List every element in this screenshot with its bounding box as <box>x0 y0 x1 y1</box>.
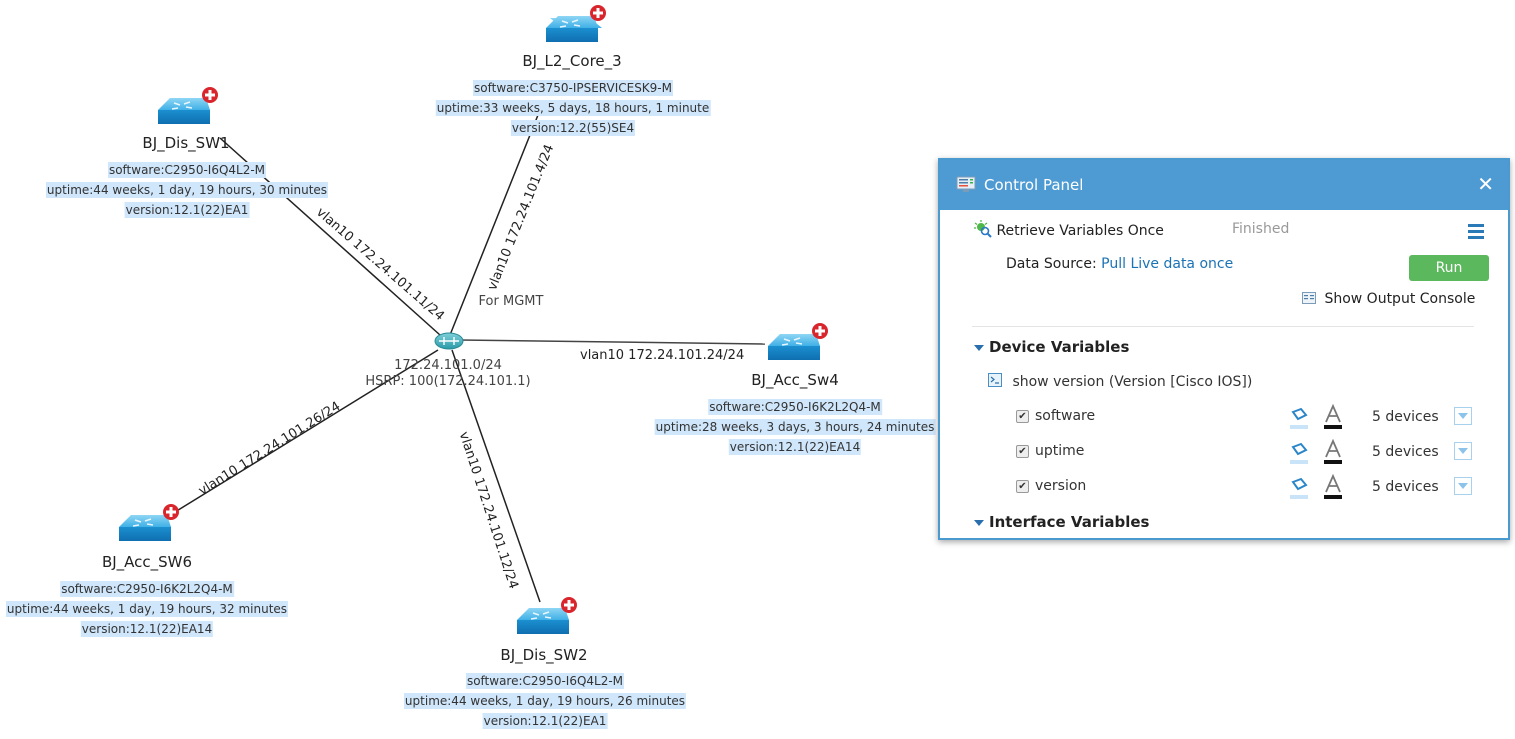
interface-variables-header[interactable]: Interface Variables <box>974 513 1150 531</box>
terminal-icon <box>988 373 1002 387</box>
show-output-console-label: Show Output Console <box>1324 291 1476 307</box>
variable-checkbox[interactable]: ✔ <box>1016 479 1029 493</box>
retrieve-bulb-icon <box>974 220 992 238</box>
font-color-icon[interactable] <box>1322 474 1344 500</box>
device-uptime: uptime:28 weeks, 3 days, 3 hours, 24 min… <box>654 419 936 435</box>
monitor-icon <box>956 176 976 192</box>
link-line-acc-sw4[interactable] <box>459 339 766 345</box>
fill-color-icon[interactable] <box>1288 406 1310 430</box>
variable-name: uptime <box>1035 443 1085 459</box>
hsrp-label: HSRP: 100(172.24.101.1) <box>365 374 531 389</box>
switch-icon[interactable] <box>511 596 581 640</box>
device-version: version:12.1(22)EA1 <box>124 202 250 218</box>
device-software: software:C3750-IPSERVICESK9-M <box>473 80 673 96</box>
control-panel-header[interactable]: Control Panel ✕ <box>940 160 1508 210</box>
device-count: 5 devices <box>1372 409 1439 425</box>
device-uptime: uptime:33 weeks, 5 days, 18 hours, 1 min… <box>435 100 711 116</box>
switch-icon[interactable] <box>540 4 610 48</box>
device-software: software:C2950-I6K2L2Q4-M <box>60 581 234 597</box>
switch-icon[interactable] <box>762 322 832 366</box>
task-row: Retrieve Variables Once <box>974 220 1164 239</box>
dropdown-toggle[interactable] <box>1454 477 1472 495</box>
mgmt-note: For MGMT <box>478 294 544 309</box>
device-name[interactable]: BJ_Acc_SW6 <box>101 553 193 571</box>
device-version: version:12.1(22)EA14 <box>80 621 214 637</box>
data-source: Data Source: Pull Live data once <box>1006 256 1233 272</box>
menu-icon[interactable] <box>1468 224 1484 239</box>
switch-icon[interactable] <box>113 503 183 547</box>
task-status: Finished <box>1232 221 1290 237</box>
device-software: software:C2950-I6Q4L2-M <box>465 673 625 689</box>
variable-name: version <box>1035 478 1087 494</box>
link-label: vlan10 172.24.101.24/24 <box>580 348 745 363</box>
link-line-core3[interactable] <box>447 114 539 341</box>
device-name[interactable]: BJ_Dis_SW1 <box>142 134 230 152</box>
collapse-triangle-icon <box>974 519 984 526</box>
dropdown-toggle[interactable] <box>1454 442 1472 460</box>
variable-row: ✔ version 5 devices <box>1016 474 1486 500</box>
variable-checkbox[interactable]: ✔ <box>1016 409 1029 423</box>
link-line-dis-sw2[interactable] <box>451 349 541 603</box>
font-color-icon[interactable] <box>1322 404 1344 430</box>
font-color-icon[interactable] <box>1322 439 1344 465</box>
device-name[interactable]: BJ_L2_Core_3 <box>522 52 622 70</box>
task-label: Retrieve Variables Once <box>996 223 1164 239</box>
variable-row: ✔ uptime 5 devices <box>1016 439 1486 465</box>
show-output-console[interactable]: Show Output Console <box>1302 291 1475 307</box>
control-panel-title: Control Panel <box>984 176 1084 194</box>
device-uptime: uptime:44 weeks, 1 day, 19 hours, 32 min… <box>5 601 289 617</box>
variable-name: software <box>1035 408 1096 424</box>
link-line-acc-sw6[interactable] <box>174 349 439 513</box>
data-source-link[interactable]: Pull Live data once <box>1101 256 1234 272</box>
device-variables-header[interactable]: Device Variables <box>974 338 1129 356</box>
device-uptime: uptime:44 weeks, 1 day, 19 hours, 26 min… <box>403 693 687 709</box>
collapse-triangle-icon <box>974 344 984 351</box>
fill-color-icon[interactable] <box>1288 441 1310 465</box>
command-row[interactable]: show version (Version [Cisco IOS]) <box>988 373 1252 390</box>
divider <box>972 326 1474 327</box>
variable-row: ✔ software 5 devices <box>1016 404 1486 430</box>
device-name[interactable]: BJ_Dis_SW2 <box>500 646 588 664</box>
device-count: 5 devices <box>1372 479 1439 495</box>
device-uptime: uptime:44 weeks, 1 day, 19 hours, 30 min… <box>45 182 329 198</box>
run-button[interactable]: Run <box>1409 255 1489 281</box>
device-name[interactable]: BJ_Acc_Sw4 <box>751 371 839 389</box>
variable-checkbox[interactable]: ✔ <box>1016 444 1029 458</box>
subnet-label: 172.24.101.0/24 <box>394 358 502 373</box>
router-hub-icon[interactable] <box>434 332 464 350</box>
console-icon <box>1302 292 1316 304</box>
control-panel: Control Panel ✕ Retrieve Variables Once … <box>938 158 1510 540</box>
device-version: version:12.2(55)SE4 <box>510 120 636 136</box>
device-software: software:C2950-I6Q4L2-M <box>107 162 267 178</box>
data-source-label: Data Source: <box>1006 256 1097 272</box>
device-variables-title: Device Variables <box>989 338 1130 356</box>
device-software: software:C2950-I6K2L2Q4-M <box>708 399 882 415</box>
command-label: show version (Version [Cisco IOS]) <box>1012 374 1253 390</box>
interface-variables-title: Interface Variables <box>989 513 1150 531</box>
dropdown-toggle[interactable] <box>1454 407 1472 425</box>
device-version: version:12.1(22)EA14 <box>728 439 862 455</box>
device-count: 5 devices <box>1372 444 1439 460</box>
switch-icon[interactable] <box>152 86 222 130</box>
close-icon[interactable]: ✕ <box>1477 172 1494 196</box>
device-version: version:12.1(22)EA1 <box>482 713 608 729</box>
fill-color-icon[interactable] <box>1288 476 1310 500</box>
